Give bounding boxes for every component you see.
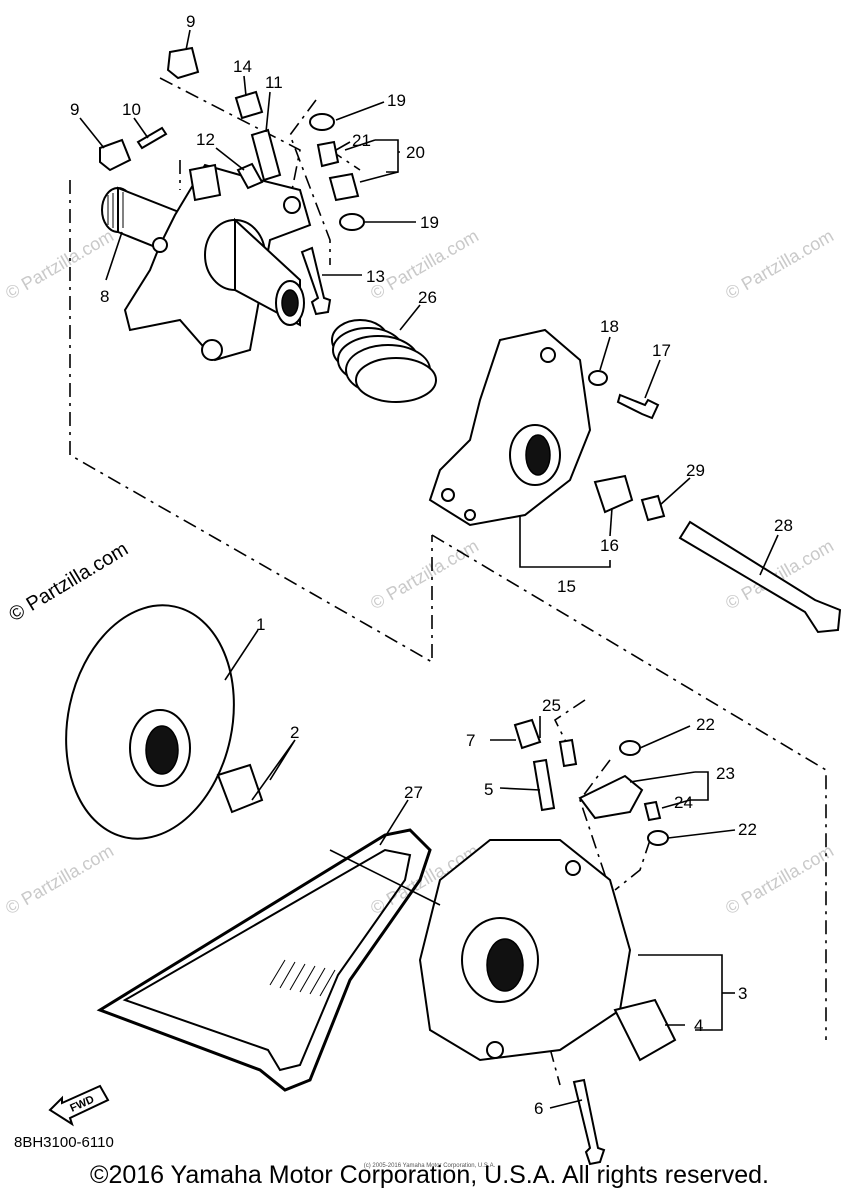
part-7-nut [513,718,542,750]
part-26-spring [331,319,437,403]
callout-18: 18 [600,317,619,336]
part-9-slider-left [99,138,132,172]
callout-5: 5 [484,780,493,799]
callout-13: 13 [366,267,385,286]
part-6-bolt [572,1078,606,1166]
callout-22b: 22 [738,820,757,839]
part-24-bushing [643,800,662,822]
callout-16: 16 [600,536,619,555]
part-16-bushing [593,474,634,514]
callout-29: 29 [686,461,705,480]
part-3-movable-sheave [418,839,632,1062]
partzilla-watermark: © Partzilla.com [5,538,132,626]
callout-15: 15 [557,577,576,596]
part-8-spider [101,163,312,362]
callout-4: 4 [694,1016,703,1035]
diagram-code: 8BH3100-6110 [14,1134,114,1151]
callout-9b: 9 [70,100,79,119]
svg-text:© Partzilla.com: © Partzilla.com [722,225,837,303]
part-25-screw [558,738,578,768]
callout-25: 25 [542,696,561,715]
callout-10: 10 [122,100,141,119]
leader-lines [79,29,779,1109]
svg-text:© Partzilla.com: © Partzilla.com [722,840,837,918]
part-1-sheave [65,604,235,840]
callout-1: 1 [256,615,265,634]
part-29-washer [640,494,666,522]
callout-3: 3 [738,984,747,1003]
part-17-bolt [616,393,660,420]
svg-text:© Partzilla.com: © Partzilla.com [367,535,482,613]
callout-26: 26 [418,288,437,307]
part-4-bushing [613,998,677,1062]
callout-28: 28 [774,516,793,535]
callout-17: 17 [652,341,671,360]
part-5-pin [532,758,556,812]
callout-22a: 22 [696,715,715,734]
part-19-washer-bottom [339,213,365,231]
part-14-nut [234,90,264,120]
callout-2: 2 [290,723,299,742]
callout-8: 8 [100,287,109,306]
part-22-washer-bottom [647,830,669,846]
part-19-washer-top [309,113,335,131]
part-2-bushing [216,763,264,814]
callout-9a: 9 [186,12,195,31]
callout-11: 11 [265,73,283,92]
callout-6: 6 [534,1099,543,1118]
part-22-washer-top [619,740,641,756]
part-28-bolt [678,520,842,634]
fwd-arrow: FWD [48,1084,110,1127]
part-21-bushing [316,140,340,168]
callout-labels: 9 14 11 9 10 19 12 21 20 19 13 8 26 18 1… [70,12,793,1118]
callout-19a: 19 [387,91,406,110]
part-27-belt [96,828,432,1092]
part-18-washer [588,370,608,386]
part-13-bolt [300,246,332,316]
callout-23: 23 [716,764,735,783]
callout-20: 20 [406,143,425,162]
part-11-pin [250,128,282,182]
part-20-roller [328,172,360,202]
small-notice: (c) 2005-2016 Yamaha Motor Corporation, … [363,1163,496,1169]
callout-12: 12 [196,130,215,149]
callout-14: 14 [233,57,252,76]
callout-27: 27 [404,783,423,802]
part-9-slider-top [166,46,200,80]
copyright-notice: ©2016 Yamaha Motor Corporation, U.S.A. A… [90,1161,769,1189]
part-23-weight [578,774,644,820]
callout-19b: 19 [420,213,439,232]
callout-21: 21 [352,131,371,150]
svg-text:© Partzilla.com: © Partzilla.com [2,840,117,918]
callout-7: 7 [466,731,475,750]
part-10-pin [136,126,168,150]
callout-24: 24 [674,793,693,812]
part-15-cap [428,328,592,527]
